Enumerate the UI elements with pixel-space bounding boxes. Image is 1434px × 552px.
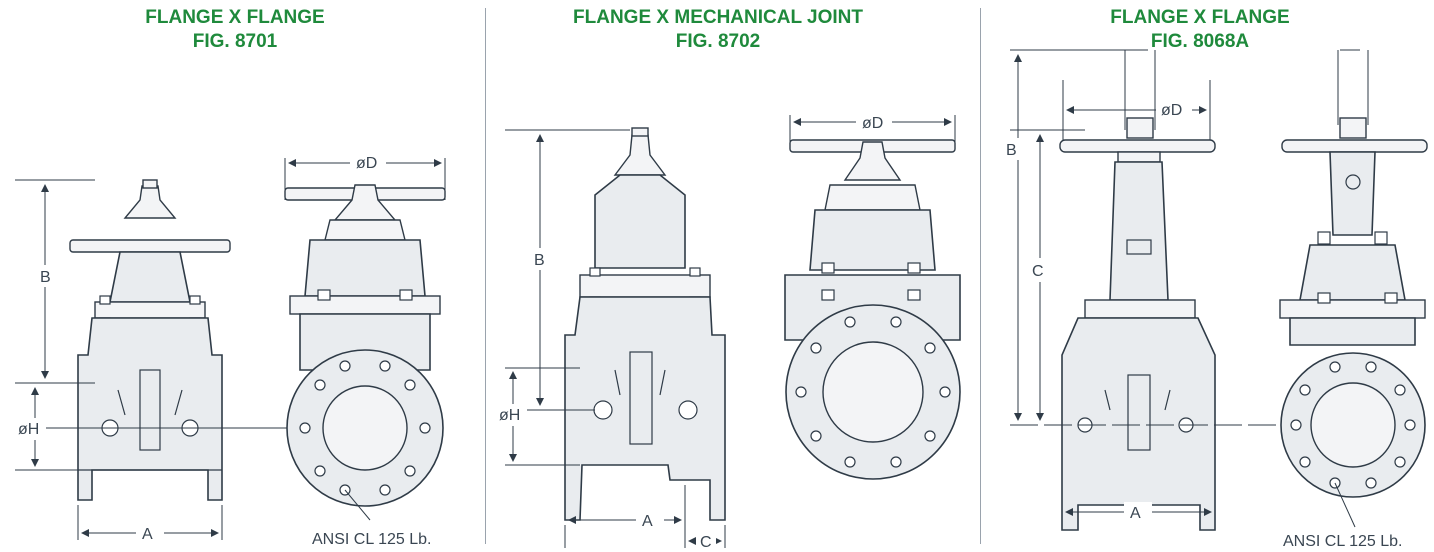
fig-8701-side-view — [15, 179, 435, 543]
panel-1-dim-d: øD — [356, 155, 377, 172]
panel-2-dim-a: A — [642, 513, 653, 530]
panel-3-title-line2: FIG. 8068A — [1150, 31, 1250, 52]
panel-1-dim-h: øH — [18, 421, 39, 438]
fig-8068a-front-view — [1279, 49, 1428, 528]
panel-1-title: FLANGE X FLANGE FIG. 8701 — [25, 6, 445, 54]
panel-2-dim-h: øH — [499, 407, 520, 424]
panel-2-dim-b: B — [534, 252, 545, 269]
panel-3-title-line1: FLANGE X FLANGE — [1110, 7, 1290, 28]
fig-8702-side-view — [497, 127, 726, 550]
panel-3-dim-d: øD — [1161, 102, 1182, 119]
panel-1-title-line2: FIG. 8701 — [192, 31, 278, 52]
panel-1-dim-b: B — [40, 269, 51, 286]
panel-2-dim-d: øD — [862, 115, 883, 132]
panel-3-title: FLANGE X FLANGE FIG. 8068A — [990, 6, 1410, 54]
panel-1-title-line1: FLANGE X FLANGE — [145, 7, 325, 28]
panel-3-dim-b: B — [1006, 142, 1017, 159]
panel-3-flange-note: ANSI CL 125 Lb. — [1283, 533, 1402, 550]
panel-2-title: FLANGE X MECHANICAL JOINT FIG. 8702 — [508, 6, 928, 54]
panel-2-title-line2: FIG. 8702 — [675, 31, 761, 52]
fig-8702-front-view — [784, 111, 961, 480]
panel-1-dim-a: A — [142, 526, 153, 543]
fig-8701-front-view — [284, 152, 446, 521]
panel-3-dim-a: A — [1130, 505, 1141, 522]
panel-3-dim-c: C — [1032, 263, 1044, 280]
panel-2-title-line1: FLANGE X MECHANICAL JOINT — [573, 7, 863, 28]
panel-2-dim-c: C — [700, 534, 712, 551]
panel-divider-1 — [485, 8, 486, 544]
panel-divider-2 — [980, 8, 981, 544]
panel-1-flange-note: ANSI CL 125 Lb. — [312, 531, 431, 548]
